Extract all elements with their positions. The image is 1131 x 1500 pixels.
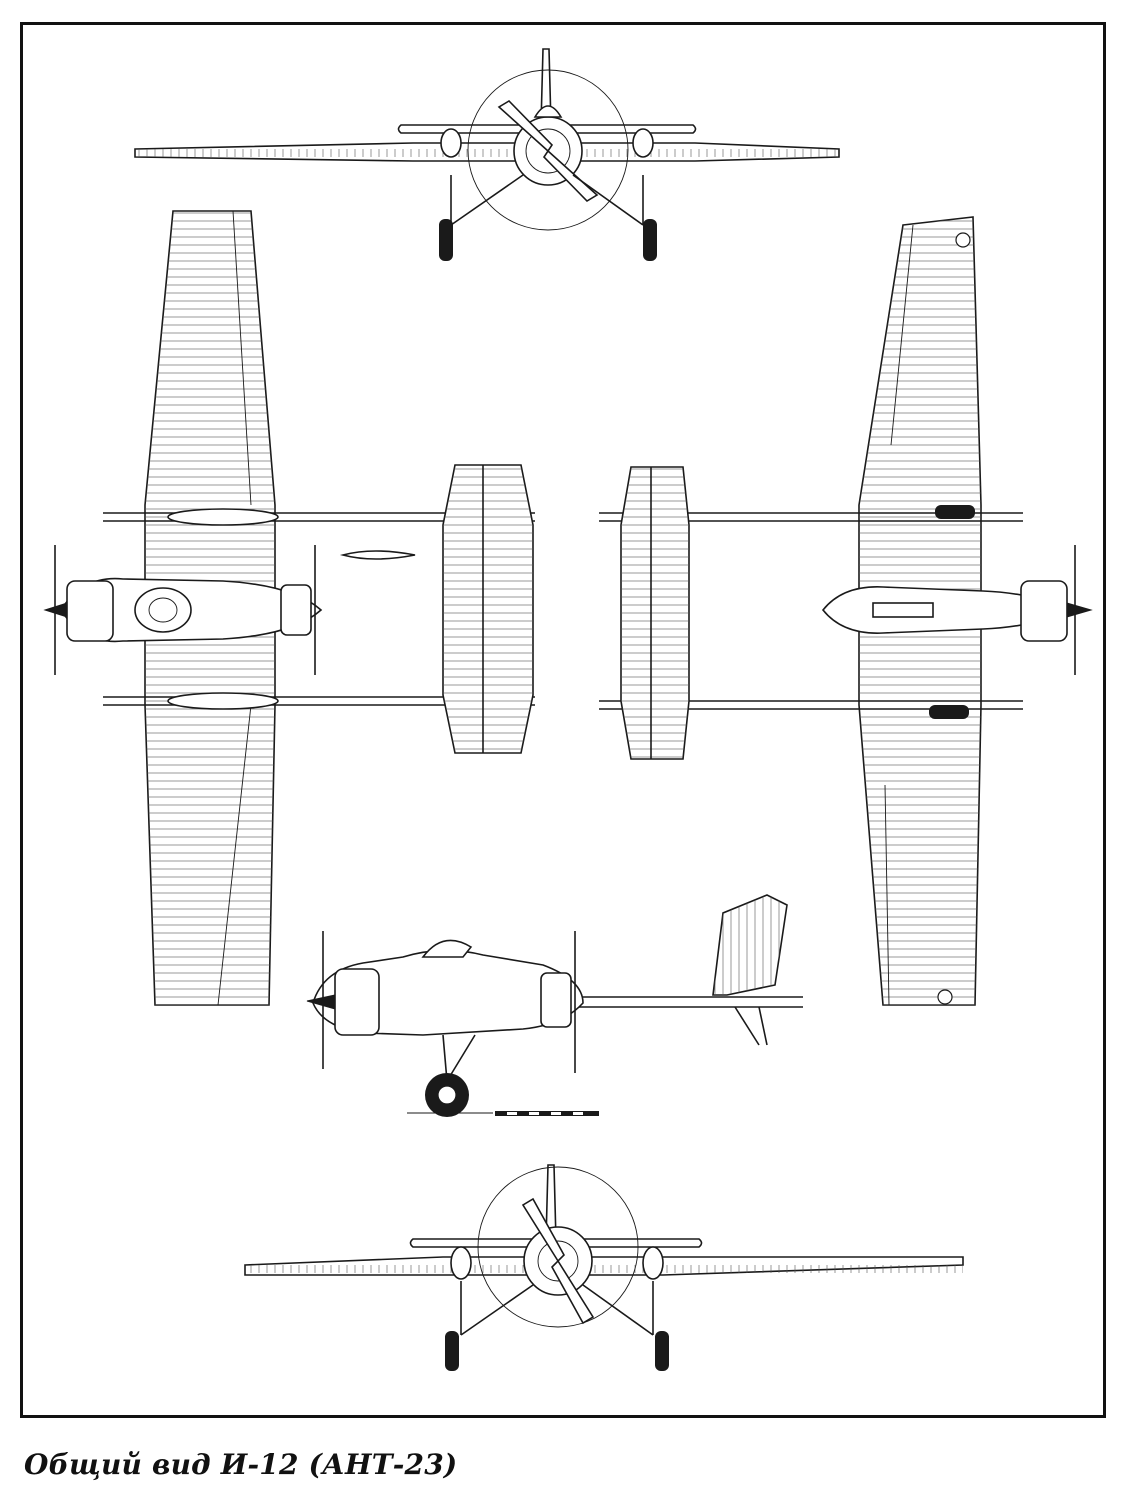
- drawing-frame: [20, 22, 1106, 1418]
- planform-top-view: [43, 210, 535, 1006]
- figure-caption: Общий вид И-12 (АНТ-23): [24, 1448, 458, 1481]
- front-view-lower: [244, 1164, 964, 1371]
- front-view-upper: [134, 48, 840, 261]
- planform-bottom-view: [599, 216, 1093, 1006]
- side-view: [306, 894, 803, 1117]
